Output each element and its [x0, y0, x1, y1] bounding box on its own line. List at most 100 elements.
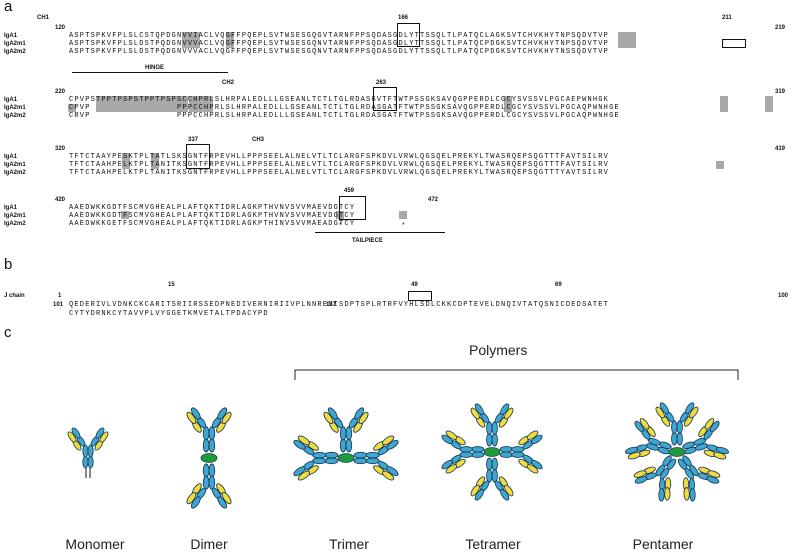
polymers-label: Polymers	[469, 342, 528, 358]
light-chain-domain	[323, 411, 334, 424]
light-chain-domain	[186, 411, 197, 424]
heavy-chain-domain	[202, 438, 210, 453]
heavy-chain-domain	[499, 446, 514, 453]
light-chain-domain	[186, 492, 197, 505]
heavy-chain-domain	[470, 446, 485, 453]
heavy-chain-domain	[499, 451, 514, 458]
label-monomer: Monomer	[65, 536, 125, 552]
heavy-chain-domain	[470, 451, 485, 458]
light-chain-domain	[382, 435, 395, 446]
row-name: IgA2m2	[4, 221, 26, 227]
row-name: IgA1	[4, 97, 18, 103]
label-pentamer: Pentamer	[632, 536, 694, 552]
marker-459: 459	[344, 188, 355, 194]
marker-166: 166	[398, 15, 409, 21]
heavy-chain-domain	[676, 420, 683, 434]
heavy-chain-domain	[208, 475, 216, 490]
antibody-unit	[323, 407, 369, 453]
light-chain-domain	[358, 411, 369, 424]
heavy-chain-domain	[486, 457, 493, 472]
row-end: 472	[428, 197, 439, 203]
variant-shade	[182, 32, 200, 48]
heavy-chain-domain	[353, 451, 368, 459]
region-ch1: CH1	[37, 15, 50, 21]
heavy-chain-domain	[491, 432, 498, 447]
row-name: IgA2m2	[4, 113, 26, 119]
light-chain-domain	[627, 452, 641, 460]
antibody-unit	[633, 455, 677, 502]
row-name: IgA1	[4, 154, 18, 160]
jchain-start-2: 101	[53, 302, 64, 308]
region-tailpiece: TAILPIECE	[352, 238, 383, 244]
heavy-chain-domain	[486, 469, 493, 483]
sequence: AAEDWKKGDTFSCMVGHEALPLAFTQKTIDRLAGKPTHVN…	[69, 204, 356, 212]
panel-b-letter: b	[4, 256, 13, 273]
antibody-unit	[470, 457, 514, 501]
heavy-chain-domain	[511, 446, 525, 453]
variant-shade	[504, 96, 512, 112]
jchain-sequence: QEDERIVLVDNKCKCARITSRIIRSSEDPNEDIVERNIRI…	[69, 292, 609, 319]
antibody-unit	[625, 418, 672, 460]
antibody-unit	[67, 427, 109, 469]
row-start: 320	[55, 146, 66, 152]
sequence: QEDERIVLVDNKCKCARITSRIIRSSEDPNEDIVERNIRI…	[69, 301, 610, 309]
variant-shade	[765, 96, 773, 112]
sequence: CYTYDRNKCYTAVVPLVYGGETKMVETALTPDACYPD	[69, 310, 269, 318]
heavy-chain-domain	[345, 426, 353, 441]
sequence: ASPTSPKVFPLSLDSTPQDGNVVVACLVQGFFPQEPLSVT…	[69, 40, 610, 48]
heavy-chain-domain	[671, 420, 678, 434]
light-chain-domain	[655, 406, 665, 419]
glycosylation-site-box	[186, 144, 210, 169]
row-name: IgA2m1	[4, 162, 26, 168]
antibody-unit	[186, 407, 232, 453]
heavy-chain-domain	[353, 457, 368, 465]
light-chain-domain	[526, 430, 539, 440]
heavy-chain-domain	[208, 426, 216, 441]
row-name: IgA1	[4, 205, 18, 211]
glycosylation-site-box	[373, 87, 397, 111]
light-chain-domain	[704, 418, 715, 430]
marker-263: 263	[376, 80, 387, 86]
light-chain-domain	[67, 431, 77, 443]
heavy-chain-domain	[658, 488, 665, 502]
sequence-rows: ASPTSPKVFPLSLCSTQPDGNVVIACLVQGFFPQEPLSVT…	[69, 24, 609, 56]
jchain-end-2: 137	[326, 302, 337, 308]
light-chain-domain	[526, 464, 539, 474]
j-chain	[200, 453, 218, 463]
heavy-chain-domain	[312, 451, 327, 459]
heavy-chain-domain	[202, 475, 210, 490]
heavy-chain-domain	[511, 451, 525, 458]
heavy-chain-domain	[365, 457, 380, 465]
variant-shade	[121, 211, 129, 219]
heavy-chain-domain	[459, 446, 473, 453]
light-chain-domain	[639, 418, 650, 430]
light-chain-domain	[504, 484, 514, 497]
sequence: TFTCTAAYPESKTPLTATLSKSGNTFRPEVHLLPPPSEEL…	[69, 153, 610, 161]
row-end: 319	[775, 89, 786, 95]
heavy-chain-domain	[689, 488, 696, 502]
jchain-start-1: 1	[58, 293, 62, 299]
light-chain-domain	[504, 407, 514, 420]
antibody-unit	[470, 403, 514, 447]
jchain-end-1: 100	[778, 293, 789, 299]
sequence: AAEDWKKGETFSCMVGHEALPLAFTQKTIDRLAGKPTHIN…	[69, 220, 356, 228]
row-end: 419	[775, 146, 786, 152]
heavy-chain-domain	[82, 444, 89, 458]
heavy-chain-domain	[312, 457, 327, 465]
sequence: ASPTSPKVFPLSLCSTQPDGNVVIACLVQGFFPQEPLSVT…	[69, 32, 610, 40]
light-chain-domain	[683, 487, 690, 501]
heavy-chain-domain	[491, 457, 498, 472]
sequence: AAEDWKKGDTFSCMVGHEALPLAFTQKTIDRLAGKPTHVN…	[69, 212, 356, 220]
label-dimer: Dimer	[190, 536, 228, 552]
antibody-unit	[677, 455, 721, 502]
j-chain	[337, 453, 355, 463]
hinge-line	[72, 72, 228, 73]
variant-shade	[68, 104, 76, 112]
heavy-chain-domain	[339, 426, 347, 441]
heavy-chain-domain	[202, 426, 210, 441]
variant-shade	[122, 153, 130, 169]
antibody-unit	[186, 463, 232, 509]
hinge-deletion	[96, 96, 188, 112]
sequence: TFTCTAAHPELKTPLTANITKSGNTFRPEVHLLPPPSEEL…	[69, 161, 610, 169]
